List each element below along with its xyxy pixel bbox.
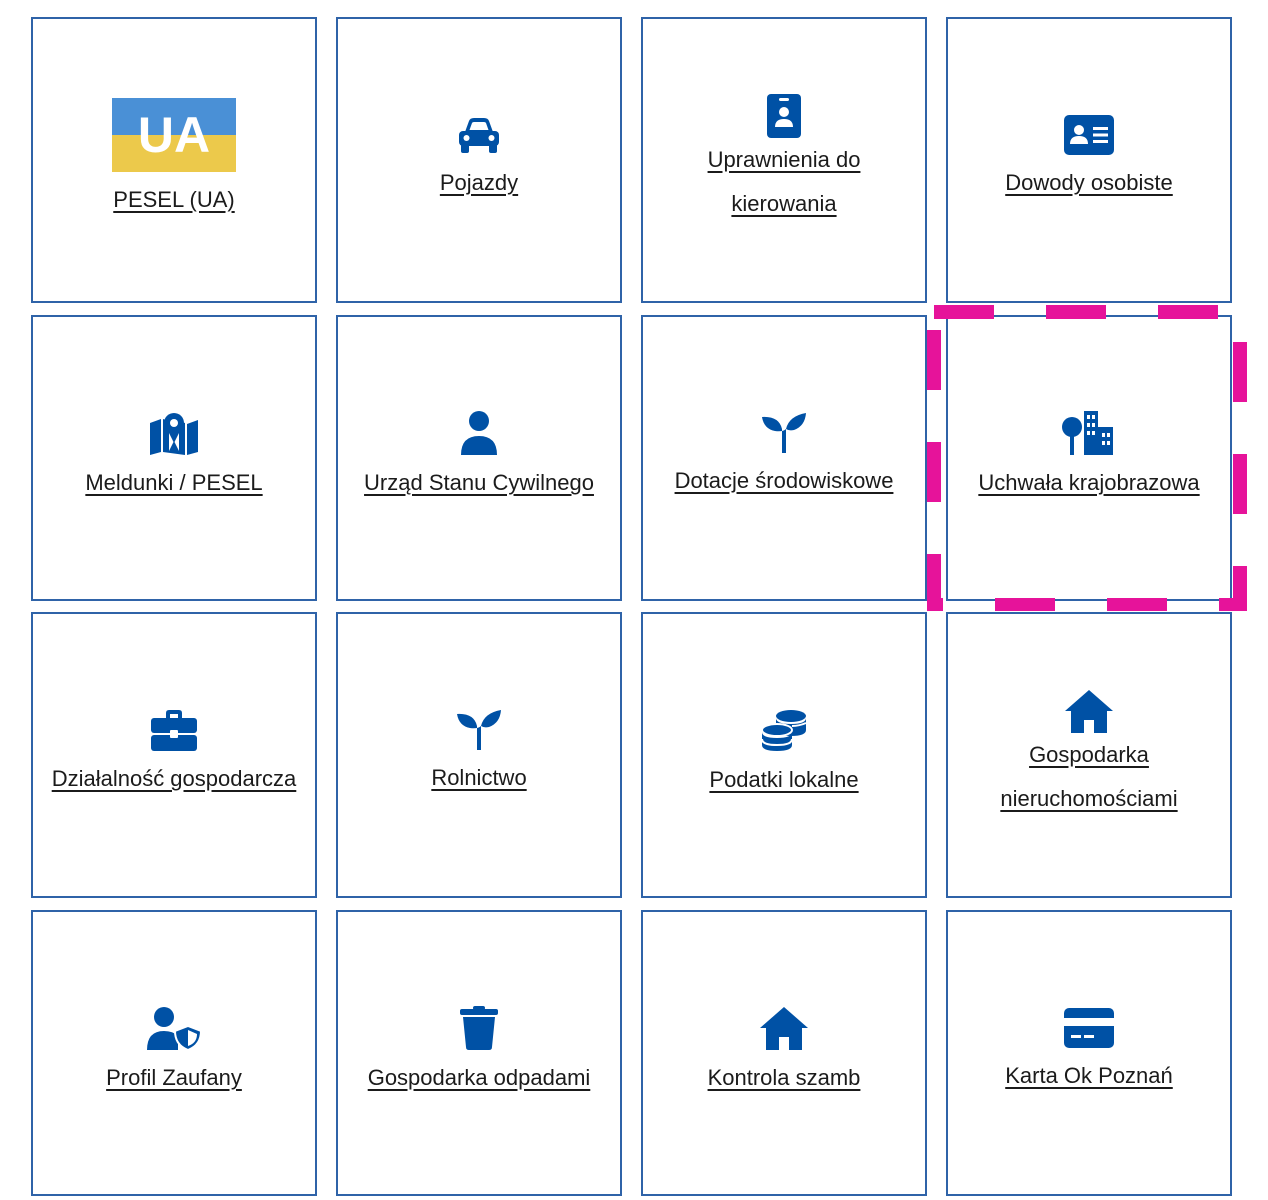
tile-rolnictwo[interactable]: Rolnictwo: [336, 612, 622, 898]
tile-gospodarka-odpadami[interactable]: Gospodarka odpadami: [336, 910, 622, 1196]
user-shield-icon: [146, 1006, 202, 1050]
tile-label: Rolnictwo: [431, 765, 527, 790]
briefcase-icon: [151, 709, 197, 751]
tile-label: Urząd Stanu Cywilnego: [364, 470, 594, 495]
tile-pojazdy[interactable]: Pojazdy: [336, 17, 622, 303]
tile-dzialalnosc-gospodarcza[interactable]: Działalność gospodarcza: [31, 612, 317, 898]
tile-gospodarka-nieruchomosciami[interactable]: Gospodarka nieruchomościami: [946, 612, 1232, 898]
tile-karta-ok-poznan[interactable]: Karta Ok Poznań: [946, 910, 1232, 1196]
tile-pesel-ua[interactable]: UA PESEL (UA): [31, 17, 317, 303]
seedling-icon: [761, 413, 807, 453]
coins-icon: [761, 708, 807, 752]
house-icon: [1064, 689, 1114, 733]
tile-label: Dowody osobiste: [1005, 170, 1173, 195]
tile-meldunki-pesel[interactable]: Meldunki / PESEL: [31, 315, 317, 601]
tile-podatki-lokalne[interactable]: Podatki lokalne: [641, 612, 927, 898]
map-location-icon: [149, 411, 199, 455]
house-icon: [759, 1006, 809, 1050]
tile-kontrola-szamb[interactable]: Kontrola szamb: [641, 910, 927, 1196]
tile-label: Podatki lokalne: [709, 767, 859, 792]
tile-dowody-osobiste[interactable]: Dowody osobiste: [946, 17, 1232, 303]
driver-license-icon: [767, 94, 801, 138]
tile-label: Pojazdy: [439, 170, 519, 195]
tile-label: Uchwała krajobrazowa: [978, 470, 1200, 495]
tile-label: Meldunki / PESEL: [85, 470, 263, 495]
tile-dotacje-srodowiskowe[interactable]: Dotacje środowiskowe: [641, 315, 927, 601]
tile-label: Działalność gospodarcza: [51, 766, 297, 791]
tile-label: Gospodarka odpadami: [367, 1065, 591, 1090]
person-icon: [459, 411, 499, 455]
tile-profil-zaufany[interactable]: Profil Zaufany: [31, 910, 317, 1196]
id-card-icon: [1064, 115, 1114, 155]
tile-label: Uprawnienia do kierowania: [707, 147, 861, 216]
car-icon: [456, 115, 502, 155]
tile-label: Kontrola szamb: [707, 1065, 861, 1090]
tile-uchwala-krajobrazowa[interactable]: Uchwała krajobrazowa: [946, 315, 1232, 601]
credit-card-icon: [1064, 1008, 1114, 1048]
tile-uprawnienia-do-kierowania[interactable]: Uprawnienia do kierowania: [641, 17, 927, 303]
tile-label: PESEL (UA): [113, 187, 235, 212]
tile-label: Profil Zaufany: [106, 1065, 242, 1090]
trash-icon: [459, 1006, 499, 1050]
tile-urzad-stanu-cywilnego[interactable]: Urząd Stanu Cywilnego: [336, 315, 622, 601]
seedling-icon: [456, 710, 502, 750]
flag-text: UA: [138, 107, 210, 163]
tile-label: Karta Ok Poznań: [1005, 1063, 1173, 1088]
tile-label: Dotacje środowiskowe: [674, 468, 894, 493]
tree-city-icon: [1061, 411, 1117, 455]
ukraine-flag-icon: UA: [112, 98, 236, 172]
tile-label: Gospodarka nieruchomościami: [1000, 742, 1178, 811]
